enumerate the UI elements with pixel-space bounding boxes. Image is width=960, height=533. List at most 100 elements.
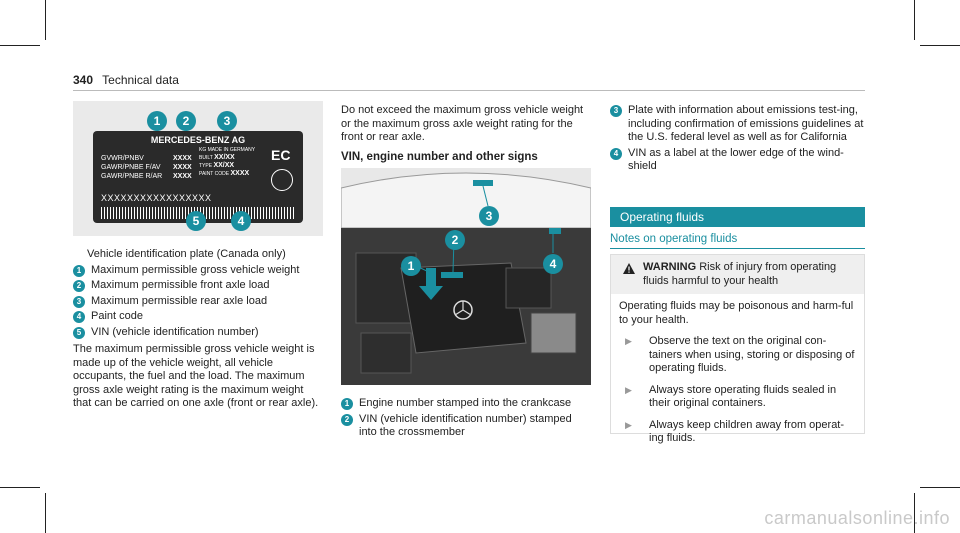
- legend-item: 2 VIN (vehicle identification number) st…: [341, 413, 591, 440]
- instruction-bullet: ▶ Always keep children away from operat-…: [619, 419, 856, 446]
- plate-built-value: XX/XX: [214, 154, 235, 161]
- watermark: carmanualsonline.info: [764, 508, 950, 528]
- middle-column: Do not exceed the maximum gross vehicle …: [341, 104, 591, 164]
- notes-subheading: Notes on operating fluids: [610, 233, 738, 245]
- crop-mark: [920, 487, 960, 488]
- vehicle-plate: MERCEDES-BENZ AG GVWR/PNBV GAWR/PNBE F/A…: [93, 131, 303, 223]
- legend-text: VIN as a label at the lower edge of the …: [628, 146, 844, 173]
- warning-body: Operating fluids may be poisonous and ha…: [611, 294, 864, 452]
- callout-badge: 4: [231, 211, 251, 231]
- instruction-bullet: ▶ Always store operating fluids sealed i…: [619, 384, 856, 411]
- engine-bay-illustration: [341, 172, 591, 385]
- plate-built-label: BUILT: [199, 155, 213, 161]
- legend-text: Paint code: [91, 310, 143, 322]
- legend-text: Engine number stamped into the crankcase: [359, 397, 572, 409]
- warning-body-text: Operating fluids may be poisonous and ha…: [619, 300, 854, 326]
- legend-badge: 2: [341, 413, 353, 426]
- plate-value: XXXX: [173, 155, 192, 162]
- right-column: 3 Plate with information about emissions…: [610, 104, 865, 176]
- legend-badge: 3: [610, 105, 622, 117]
- warning-header: WARNING Risk of injury from operating fl…: [611, 255, 864, 294]
- plate-vin: XXXXXXXXXXXXXXXXX: [101, 193, 212, 203]
- legend-text: Maximum permissible gross vehicle weight: [91, 263, 300, 276]
- header-divider: [73, 90, 865, 91]
- callout-badge: 4: [543, 254, 563, 274]
- legend-badge: 2: [73, 280, 85, 292]
- bullet-text: Observe the text on the original con-tai…: [649, 335, 855, 374]
- figure-caption: Vehicle identification plate (Canada onl…: [87, 248, 286, 260]
- plate-row: GVWR/PNBV: [101, 155, 144, 162]
- plate-meta: KG MADE IN GERMANY BUILT XX/XX TYPE XX/X…: [199, 147, 255, 178]
- callout-badge: 1: [401, 256, 421, 276]
- left-column: Vehicle identification plate (Canada onl…: [73, 248, 323, 417]
- crop-mark: [45, 0, 46, 40]
- legend-text: Plate with information about emissions t…: [628, 104, 864, 143]
- plate-made-in: MADE IN GERMANY: [207, 147, 256, 153]
- page-header: 340 Technical data: [73, 73, 179, 87]
- plate-value: XXXX: [173, 164, 192, 171]
- page-number: 340: [73, 73, 94, 87]
- legend-badge: 3: [73, 295, 85, 308]
- bullet-text: Always keep children away from operat-in…: [649, 418, 845, 445]
- legend-badge: 4: [73, 311, 85, 323]
- legend-item: 1 Maximum permissible gross vehicle weig…: [73, 264, 323, 278]
- middle-legend: 1 Engine number stamped into the crankca…: [341, 397, 591, 442]
- callout-badge: 2: [445, 230, 465, 250]
- section-heading: VIN, engine number and other signs: [341, 150, 538, 163]
- arrow-icon: ▶: [625, 336, 632, 346]
- legend-badge: 1: [341, 398, 353, 410]
- warning-label: WARNING: [643, 261, 697, 273]
- instruction-bullet: ▶ Observe the text on the original con-t…: [619, 335, 856, 376]
- legend-badge: 4: [610, 147, 622, 160]
- callout-badge: 3: [217, 111, 237, 131]
- body-paragraph: The maximum permissible gross vehicle we…: [73, 343, 319, 409]
- plate-rows: GVWR/PNBV GAWR/PNBE F/AV GAWR/PNBE R/AR: [101, 154, 162, 181]
- plate-row: GAWR/PNBE R/AR: [101, 173, 163, 180]
- identification-plate-figure: MERCEDES-BENZ AG GVWR/PNBV GAWR/PNBE F/A…: [73, 101, 323, 236]
- plate-type-value: XX/XX: [213, 162, 235, 169]
- legend-badge: 5: [73, 326, 85, 339]
- legend-item: 3 Plate with information about emissions…: [610, 104, 865, 145]
- warning-triangle-icon: [623, 263, 635, 274]
- bullet-text: Always store operating fluids sealed in …: [649, 383, 837, 410]
- callout-badge: 3: [479, 206, 499, 226]
- plate-kg: KG: [199, 147, 207, 153]
- callout-badge: 5: [186, 211, 206, 231]
- engine-bay-figure: 3 2 1 4: [341, 168, 591, 385]
- plate-paint-value: XXXX: [230, 170, 250, 177]
- legend-item: 5 VIN (vehicle identification number): [73, 326, 323, 340]
- crop-mark: [920, 45, 960, 46]
- legend-item: 2 Maximum permissible front axle load: [73, 279, 323, 293]
- callout-badge: 1: [147, 111, 167, 131]
- crop-mark: [0, 45, 40, 46]
- crop-mark: [0, 487, 40, 488]
- plate-brand: MERCEDES-BENZ AG: [150, 135, 246, 145]
- legend-text: VIN (vehicle identification number): [91, 325, 259, 338]
- plate-values: XXXX XXXX XXXX: [173, 154, 192, 181]
- plate-ec-mark: EC: [271, 147, 291, 163]
- legend-item: 4 VIN as a label at the lower edge of th…: [610, 147, 865, 174]
- legend-badge: 1: [73, 264, 85, 277]
- operating-fluids-heading: Operating fluids: [610, 207, 865, 227]
- legend-item: 1 Engine number stamped into the crankca…: [341, 397, 591, 411]
- arrow-icon: ▶: [625, 384, 632, 395]
- legend-item: 4 Paint code: [73, 310, 323, 324]
- legend-text: VIN (vehicle identification number) stam…: [359, 412, 572, 439]
- warning-box: WARNING Risk of injury from operating fl…: [610, 254, 865, 444]
- crop-mark: [914, 0, 915, 40]
- legend-item: 3 Maximum permissible rear axle load: [73, 295, 323, 309]
- warning-text: Risk of injury from operating fluids har…: [643, 261, 837, 287]
- crop-mark: [45, 493, 46, 533]
- legend-text: Maximum permissible rear axle load: [91, 294, 268, 307]
- subheading-divider: [610, 248, 865, 249]
- plate-paint-label: PAINT CODE: [199, 171, 230, 177]
- plate-seal: [271, 169, 293, 191]
- plate-row: GAWR/PNBE F/AV: [101, 164, 161, 171]
- legend-text: Maximum permissible front axle load: [91, 279, 270, 291]
- crop-mark: [914, 493, 915, 533]
- body-paragraph: Do not exceed the maximum gross vehicle …: [341, 104, 584, 143]
- section-title: Technical data: [102, 73, 179, 87]
- callout-badge: 2: [176, 111, 196, 131]
- arrow-icon: ▶: [625, 419, 632, 430]
- plate-type-label: TYPE: [199, 163, 213, 169]
